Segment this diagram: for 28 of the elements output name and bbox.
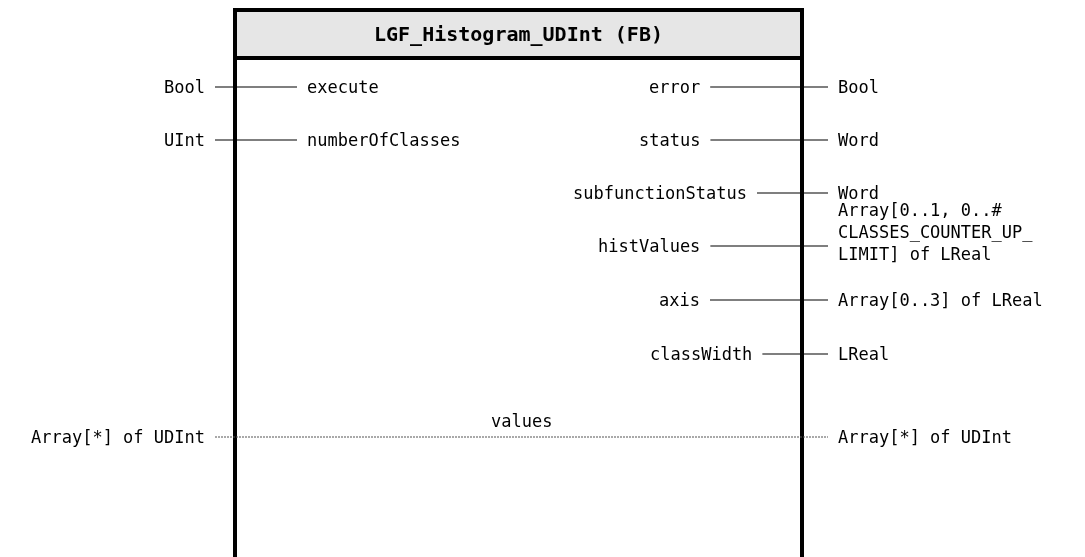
pin-name: status bbox=[629, 129, 711, 151]
pin-name: numberOfClasses bbox=[297, 129, 471, 151]
dotted-line bbox=[214, 436, 829, 438]
data-type: UInt bbox=[154, 129, 215, 151]
connector-line bbox=[756, 192, 829, 194]
connector-line bbox=[214, 139, 298, 141]
connector-line bbox=[709, 86, 829, 88]
edge-label: values bbox=[491, 411, 553, 431]
connector-line bbox=[709, 245, 829, 247]
pin-name: execute bbox=[297, 76, 389, 98]
connector-line bbox=[214, 86, 298, 88]
data-type: Bool bbox=[828, 76, 889, 98]
data-type: LReal bbox=[828, 343, 900, 365]
pin-name: histValues bbox=[588, 235, 711, 257]
data-type: Word bbox=[828, 129, 889, 151]
pin-name: axis bbox=[649, 289, 710, 311]
data-type: Array[*] of UDInt bbox=[21, 426, 215, 448]
data-type: Bool bbox=[154, 76, 215, 98]
block-title: LGF_Histogram_UDInt (FB) bbox=[237, 12, 800, 60]
function-block bbox=[233, 8, 804, 557]
pin-name: classWidth bbox=[640, 343, 763, 365]
connector-line bbox=[709, 139, 829, 141]
pin-name: subfunctionStatus bbox=[563, 182, 757, 204]
pin-name: error bbox=[639, 76, 711, 98]
connector-line bbox=[709, 299, 829, 301]
data-type: Array[*] of UDInt bbox=[828, 426, 1022, 448]
data-type: Array[0..3] of LReal bbox=[828, 289, 1053, 311]
connector-line bbox=[761, 353, 829, 355]
